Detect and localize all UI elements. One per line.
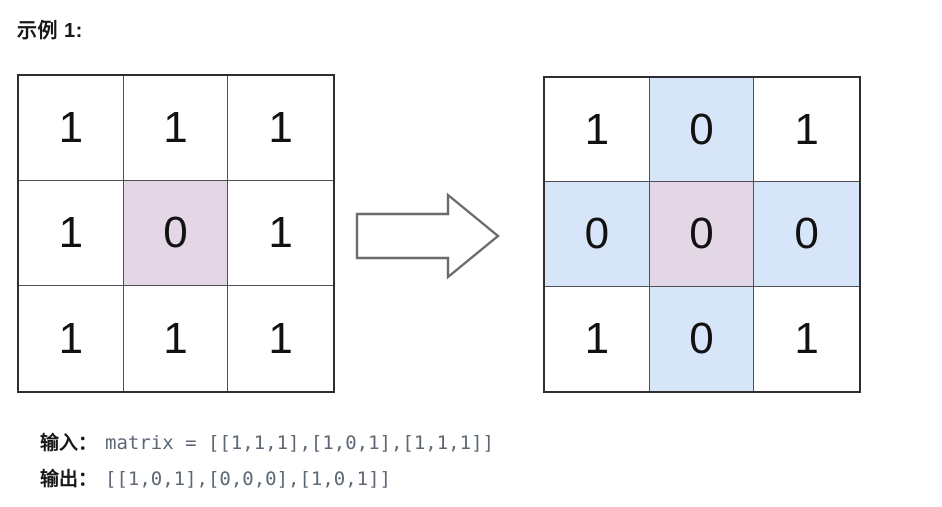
input-description-line: 输入： matrix = [[1,1,1],[1,0,1],[1,1,1]] xyxy=(40,428,494,455)
input-cell-r2c2-highlight: 0 xyxy=(123,181,229,286)
input-cell-r3c1: 1 xyxy=(19,286,124,391)
output-cell-r1c1: 1 xyxy=(545,78,650,183)
page-title: 示例 1: xyxy=(17,20,83,42)
output-cell-r3c2-highlight: 0 xyxy=(649,286,755,391)
output-matrix: 1 0 1 0 0 0 1 0 1 xyxy=(543,76,861,393)
output-cell-r3c3: 1 xyxy=(754,286,859,391)
input-cell-r2c1: 1 xyxy=(19,181,124,286)
input-cell-r1c1: 1 xyxy=(19,76,124,181)
input-cell-r2c3: 1 xyxy=(228,181,333,286)
input-cell-r1c2: 1 xyxy=(123,76,229,181)
input-cell-r3c2: 1 xyxy=(123,286,229,391)
input-matrix: 1 1 1 1 0 1 1 1 1 xyxy=(17,74,335,393)
output-description-line: 输出： [[1,0,1],[0,0,0],[1,0,1]] xyxy=(40,464,391,491)
output-cell-r3c1: 1 xyxy=(545,286,650,391)
input-cell-r1c3: 1 xyxy=(228,76,333,181)
output-cell-r2c3-highlight: 0 xyxy=(754,182,859,287)
output-cell-r2c2-highlight: 0 xyxy=(649,182,755,287)
input-code-value: matrix = [[1,1,1],[1,0,1],[1,1,1]] xyxy=(105,432,494,454)
output-code-value: [[1,0,1],[0,0,0],[1,0,1]] xyxy=(105,468,391,490)
output-cell-r1c2-highlight: 0 xyxy=(649,78,755,183)
input-cell-r3c3: 1 xyxy=(228,286,333,391)
right-arrow-icon xyxy=(355,192,500,280)
output-cell-r2c1-highlight: 0 xyxy=(545,182,650,287)
input-label: 输入： xyxy=(40,433,98,454)
output-cell-r1c3: 1 xyxy=(754,78,859,183)
output-label: 输出： xyxy=(40,469,98,490)
